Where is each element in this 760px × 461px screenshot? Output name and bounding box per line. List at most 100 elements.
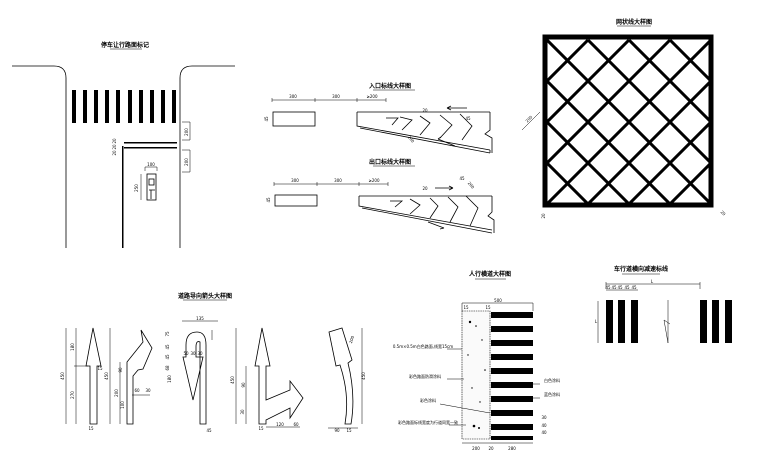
chevrons — [386, 113, 473, 141]
exit-panel: 出口标线大样图 300 300 ≥200 45 20 45 200 — [266, 158, 495, 234]
svg-text:200: 200 — [467, 181, 476, 190]
straight-arrow — [85, 327, 102, 425]
note-colored-paint: 彩色涂料 — [420, 397, 436, 403]
svg-text:45: 45 — [631, 285, 637, 290]
svg-text:45: 45 — [605, 285, 611, 290]
grid-panel: 网状线大样图 200 20 20 — [521, 18, 727, 219]
grid-border — [542, 34, 714, 208]
svg-text:15: 15 — [463, 305, 469, 310]
svg-text:≥200: ≥200 — [369, 178, 380, 183]
stop-line — [124, 147, 177, 149]
svg-text:40: 40 — [541, 430, 547, 435]
svg-text:45: 45 — [165, 354, 170, 360]
speed-bump-title: 车行道横向减速标线 — [614, 265, 668, 273]
svg-text:450: 450 — [230, 376, 235, 384]
svg-text:30: 30 — [240, 409, 245, 415]
right-curb — [179, 65, 235, 248]
note-white-line: 0.5m×0.5m白色路面,线宽15cm — [393, 343, 453, 349]
svg-text:68: 68 — [165, 365, 170, 371]
lane-marking-block — [272, 111, 316, 127]
svg-text:450: 450 — [104, 372, 109, 380]
colored-pavement — [461, 310, 491, 440]
svg-text:200: 200 — [348, 335, 355, 344]
svg-text:20: 20 — [112, 144, 117, 150]
svg-text:L: L — [595, 319, 598, 324]
arrows-title: 道路导向箭头大样图 — [178, 292, 232, 300]
svg-text:20: 20 — [422, 186, 428, 191]
crosswalk-title: 人行横道大样图 — [469, 270, 511, 278]
svg-text:45: 45 — [266, 197, 271, 203]
svg-text:30: 30 — [190, 351, 196, 356]
svg-text:200: 200 — [114, 389, 119, 397]
svg-text:15: 15 — [346, 428, 352, 433]
crosswalk-stripes — [491, 312, 533, 440]
merge-arrow — [328, 327, 354, 425]
svg-text:135: 135 — [196, 316, 204, 321]
entrance-taper — [356, 111, 493, 154]
turn-straight-arrow — [126, 329, 153, 425]
svg-text:180: 180 — [70, 343, 75, 351]
svg-text:300: 300 — [334, 178, 342, 183]
direction-arrow-icon — [437, 136, 456, 147]
crosswalk-bars — [72, 90, 176, 123]
direction-arrow-icon — [435, 185, 454, 191]
note-white-paint: 白色涂料 — [544, 377, 560, 383]
svg-text:200: 200 — [184, 158, 189, 166]
lane-line — [122, 146, 124, 248]
svg-text:20: 20 — [719, 209, 726, 216]
grid-title: 网状线大样图 — [616, 18, 652, 26]
exit-title: 出口标线大样图 — [369, 158, 411, 166]
svg-text:≥200: ≥200 — [367, 94, 378, 99]
svg-text:200: 200 — [407, 135, 416, 144]
svg-text:45: 45 — [624, 285, 630, 290]
svg-text:100: 100 — [120, 401, 125, 409]
straight-right-arrow — [254, 327, 304, 425]
svg-text:45: 45 — [459, 176, 465, 181]
svg-text:90: 90 — [334, 428, 340, 433]
svg-text:200: 200 — [524, 114, 533, 123]
lane-marking-block — [274, 194, 318, 207]
svg-text:300: 300 — [289, 94, 297, 99]
pavement-speckles — [467, 320, 486, 429]
svg-text:40: 40 — [541, 423, 547, 428]
svg-text:90: 90 — [118, 367, 123, 373]
svg-text:300: 300 — [332, 94, 340, 99]
svg-text:15: 15 — [258, 426, 264, 431]
note-width: 彩色路面标线宽度为行道同宽一致 — [398, 419, 458, 425]
svg-text:20: 20 — [112, 138, 117, 144]
arrows-panel: 道路导向箭头大样图 450 180 270 15 15 450 90 200 1… — [60, 292, 366, 433]
direction-arrow-icon — [446, 105, 467, 111]
entrance-panel: 入口标线大样图 300 300 ≥200 45 20 45 200 — [264, 82, 493, 154]
svg-text:450: 450 — [361, 372, 366, 380]
stop-line — [124, 142, 177, 144]
svg-text:45: 45 — [264, 116, 269, 122]
note-antislip: 彩色路面防滑涂料 — [409, 373, 441, 379]
svg-text:100: 100 — [147, 162, 155, 167]
svg-text:L: L — [651, 279, 654, 284]
direction-arrow-icon — [427, 221, 445, 230]
svg-text:450: 450 — [60, 372, 65, 380]
svg-text:60: 60 — [134, 388, 140, 393]
exit-taper — [358, 195, 495, 234]
svg-text:20: 20 — [112, 150, 117, 156]
svg-text:200: 200 — [184, 128, 189, 136]
svg-text:15: 15 — [88, 426, 94, 431]
stop-symbol — [146, 173, 157, 201]
svg-text:250: 250 — [134, 184, 139, 192]
svg-text:280: 280 — [508, 446, 516, 451]
svg-text:30: 30 — [145, 388, 151, 393]
chevrons — [390, 195, 479, 227]
svg-text:500: 500 — [494, 298, 502, 303]
svg-text:30: 30 — [197, 351, 203, 356]
svg-text:20: 20 — [422, 108, 428, 113]
svg-text:300: 300 — [291, 178, 299, 183]
crosswalk-panel: 人行横道大样图 500 15 15 200 20 280 40 40 30 0.… — [393, 270, 560, 451]
svg-text:120: 120 — [276, 422, 284, 427]
svg-text:45: 45 — [206, 428, 212, 433]
svg-text:180: 180 — [167, 375, 172, 383]
svg-text:20: 20 — [488, 446, 494, 451]
svg-text:270: 270 — [70, 391, 75, 399]
svg-text:45: 45 — [617, 285, 623, 290]
svg-text:75: 75 — [165, 331, 170, 337]
